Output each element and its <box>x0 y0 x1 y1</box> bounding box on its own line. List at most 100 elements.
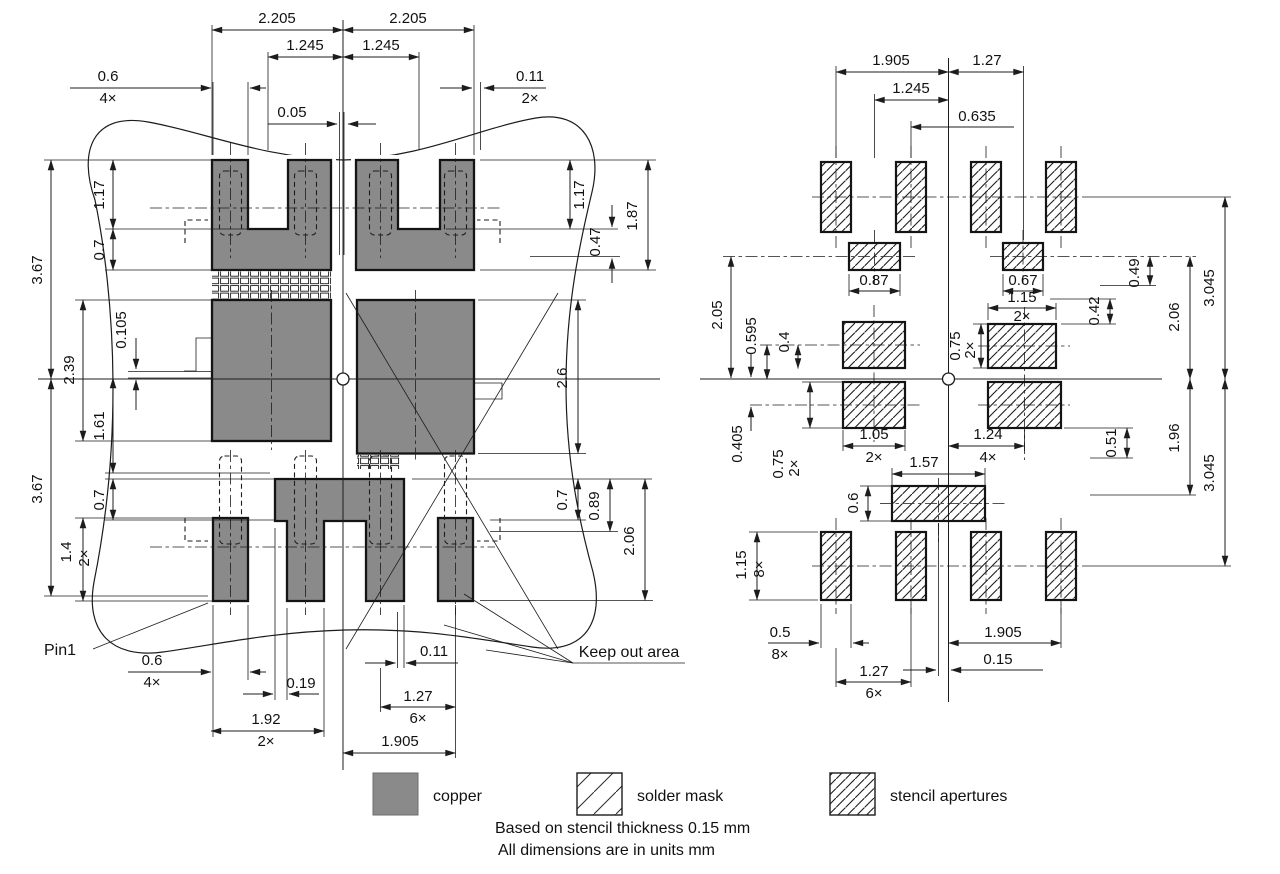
dim-label: 2.205 <box>258 10 296 27</box>
dim-label: 0.75 <box>947 331 964 360</box>
dim-label: 0.7 <box>554 490 571 511</box>
center-mark <box>336 372 350 386</box>
aperture <box>890 484 987 523</box>
dim-label: 2.05 <box>709 300 726 329</box>
aperture <box>894 160 928 234</box>
dim-label: 2× <box>865 449 882 466</box>
dim-label: 0.15 <box>983 651 1012 668</box>
mask-step-left <box>184 337 212 372</box>
dim-label: 1.61 <box>91 411 108 440</box>
pad-top-left-u <box>210 158 333 272</box>
dim-label: 0.4 <box>776 332 793 353</box>
notes: Based on stencil thickness 0.15 mm All d… <box>495 820 750 859</box>
dim-label: 2.39 <box>61 355 78 384</box>
right-view: 1.905 1.27 1.245 0.635 0.8 <box>700 52 1231 702</box>
dim-label: 4× <box>979 449 996 466</box>
dim-label: 1.245 <box>362 37 400 54</box>
aperture <box>986 380 1063 430</box>
dim-label: 8× <box>771 646 788 663</box>
dim-label: 1.05 <box>859 426 888 443</box>
aperture <box>969 160 1003 234</box>
note-stencil-thickness: Based on stencil thickness 0.15 mm <box>495 820 750 837</box>
dim-label: 2× <box>521 90 538 107</box>
legend-copper-label: copper <box>433 788 483 805</box>
aperture <box>1044 160 1078 234</box>
dim-label: 3.045 <box>1201 269 1218 307</box>
dim-label: 0.6 <box>845 493 862 514</box>
dim-label: 3.67 <box>29 255 46 284</box>
dim-label: 0.11 <box>420 643 448 660</box>
dim-label: 1.96 <box>1166 423 1183 452</box>
dim-label: 1.905 <box>984 624 1022 641</box>
dim-label: 6× <box>865 685 882 702</box>
dim-label: 1.245 <box>286 37 324 54</box>
dim-label: 4× <box>143 674 160 691</box>
legend-copper-swatch <box>372 772 419 816</box>
dim-label: 0.595 <box>743 317 760 355</box>
dim-label: 4× <box>99 90 116 107</box>
dim-label: 1.87 <box>624 201 641 230</box>
dim-label: 3.67 <box>29 474 46 503</box>
dim-label: 0.89 <box>586 491 603 520</box>
dim-label: 0.51 <box>1103 428 1120 457</box>
aperture <box>986 322 1058 370</box>
pad-top-right-u <box>354 158 476 272</box>
aperture <box>847 241 902 272</box>
left-view-dimensions: 2.205 2.205 1.245 1.245 0.6 4× 0.05 0.11… <box>29 10 656 758</box>
dim-label: 0.49 <box>1126 258 1143 287</box>
stencil-apertures <box>819 160 1078 602</box>
legend-stencil-swatch <box>829 772 876 816</box>
dim-label: 0.75 <box>770 449 787 478</box>
dim-label: 8× <box>751 560 768 577</box>
dim-label: 2.06 <box>1166 302 1183 331</box>
aperture <box>1001 241 1045 272</box>
dim-label: 2× <box>76 549 93 566</box>
dim-label: 0.6 <box>142 652 163 669</box>
centerlines <box>150 143 500 615</box>
centerlines <box>723 146 1196 614</box>
dim-label: 1.24 <box>973 426 1002 443</box>
dim-label: 0.05 <box>277 104 306 121</box>
dim-label: 0.11 <box>516 68 544 85</box>
dim-label: 1.17 <box>91 180 108 209</box>
aperture <box>894 530 928 602</box>
annotations: Pin1 Keep out area <box>44 593 685 664</box>
dim-label: 0.105 <box>113 311 130 349</box>
dim-label: 0.47 <box>587 227 604 256</box>
legend: copper solder mask stencil apertures <box>372 772 1007 816</box>
dim-label: 3.045 <box>1201 454 1218 492</box>
dim-label: 1.27 <box>403 688 432 705</box>
dim-label: 1.27 <box>859 663 888 680</box>
dim-label: 2× <box>962 341 979 358</box>
aperture <box>819 160 853 234</box>
aperture <box>969 530 1003 602</box>
dim-label: 0.87 <box>859 272 888 289</box>
aperture <box>841 380 907 430</box>
dim-label: 1.17 <box>571 180 588 209</box>
dim-label: 0.19 <box>286 675 315 692</box>
dim-label: 2× <box>257 733 274 750</box>
dim-label: 0.42 <box>1086 296 1103 325</box>
dim-label: 2× <box>786 459 803 476</box>
dim-label: 6× <box>409 710 426 727</box>
component-outline-dashed <box>184 170 501 545</box>
keep-out-label: Keep out area <box>579 644 680 661</box>
dim-label: 1.4 <box>58 542 75 563</box>
dim-label: 1.245 <box>892 80 930 97</box>
dim-label: 0.6 <box>98 68 119 85</box>
pin1-label: Pin1 <box>44 642 76 659</box>
mask-step-right <box>474 382 503 400</box>
dim-label: 1.905 <box>381 733 419 750</box>
dim-label: 1.27 <box>972 52 1001 69</box>
note-units: All dimensions are in units mm <box>498 842 715 859</box>
legend-solder-mask-swatch <box>576 772 623 816</box>
dim-label: 0.635 <box>958 108 996 125</box>
center-mark <box>941 372 956 386</box>
pad-bottom-center <box>273 477 406 603</box>
dim-label: 2.205 <box>389 10 427 27</box>
dim-label: 0.405 <box>729 425 746 463</box>
dim-label: 0.5 <box>770 624 791 641</box>
dim-label: 1.15 <box>1007 289 1036 306</box>
